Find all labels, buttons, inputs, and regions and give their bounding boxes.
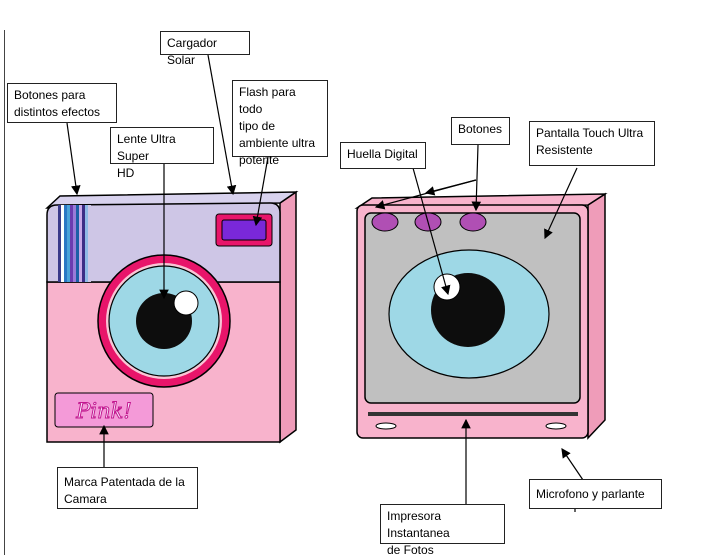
callout-pantalla-text: Pantalla Touch Ultra Resistente — [536, 126, 643, 157]
callout-lente: Lente Ultra Super HD — [110, 127, 214, 164]
print-slot — [368, 412, 578, 416]
lens-highlight — [174, 291, 198, 315]
arrow-microfono-1 — [562, 449, 583, 480]
callout-microfono: Microfono y parlante — [529, 479, 662, 509]
callout-huella-text: Huella Digital — [347, 147, 418, 161]
flash-light — [222, 220, 266, 240]
back-camera-side — [588, 194, 605, 438]
back-button-1 — [372, 213, 398, 231]
callout-botones-efectos: Botones para distintos efectos — [7, 83, 117, 123]
callout-cargador-solar: Cargador Solar — [160, 31, 250, 55]
fingerprint-sensor — [434, 274, 460, 300]
callout-marca: Marca Patentada de la Camara — [57, 467, 198, 509]
callout-botones: Botones — [451, 117, 510, 145]
arrow-botones-efectos — [67, 123, 77, 194]
callout-microfono-text: Microfono y parlante — [536, 487, 645, 501]
callout-botones-efectos-text: Botones para distintos efectos — [14, 88, 100, 119]
back-button-3 — [460, 213, 486, 231]
effect-buttons-stripes — [58, 205, 91, 282]
callout-botones-text: Botones — [458, 122, 502, 136]
callout-impresora: Impresora Instantanea de Fotos — [380, 504, 505, 544]
callout-flash: Flash para todo tipo de ambiente ultra p… — [232, 80, 328, 157]
callout-huella: Huella Digital — [340, 142, 426, 169]
arrow-cargador-solar — [208, 55, 233, 194]
microphone-hole — [376, 423, 396, 429]
back-camera — [357, 194, 605, 438]
callout-marca-text: Marca Patentada de la Camara — [64, 475, 185, 506]
callout-pantalla: Pantalla Touch Ultra Resistente — [529, 121, 655, 166]
front-camera-side — [280, 192, 296, 442]
front-camera: Pink! — [47, 192, 296, 442]
brand-label: Pink! — [75, 399, 132, 423]
arrow-botones-2 — [426, 180, 476, 193]
speaker-hole — [546, 423, 566, 429]
callout-flash-text: Flash para todo tipo de ambiente ultra p… — [239, 85, 315, 167]
